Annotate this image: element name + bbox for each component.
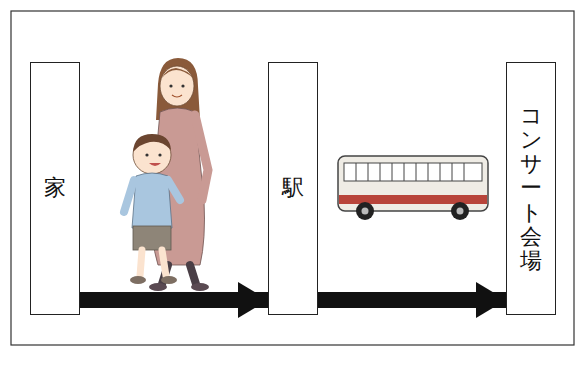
flow-arrow [80, 292, 268, 308]
place-box: 駅 [268, 62, 318, 315]
flow-arrow [318, 292, 506, 308]
bus-icon [338, 156, 488, 220]
place-name: 駅 [282, 176, 304, 200]
place-box: コンサート会場 [506, 62, 556, 315]
outer-frame [11, 11, 574, 345]
place-name: 家 [44, 176, 66, 200]
place-box: 家 [30, 62, 80, 315]
child-figure [124, 134, 180, 284]
place-name: コンサート会場 [520, 104, 542, 273]
